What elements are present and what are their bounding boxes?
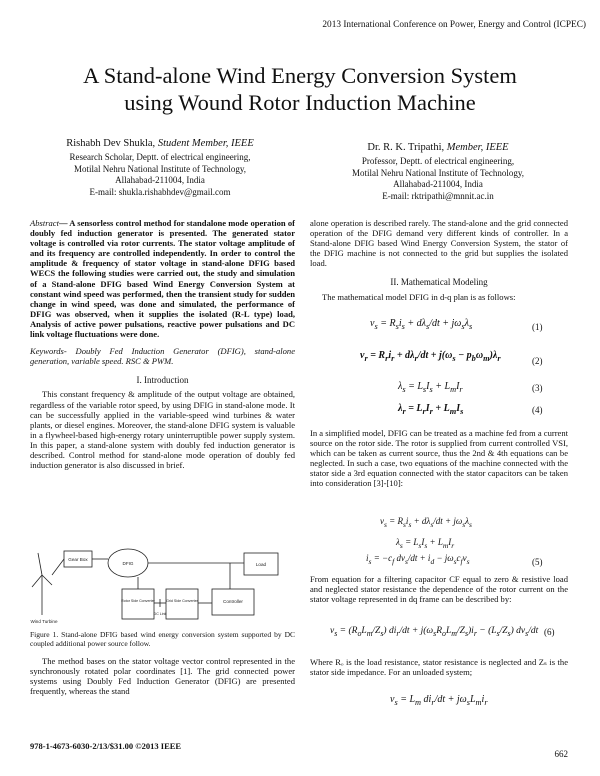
intro-paragraph-2: The method bases on the stator voltage v… bbox=[30, 656, 295, 697]
turbine-blade bbox=[31, 574, 43, 588]
paper-title: A Stand-alone Wind Energy Conversion Sys… bbox=[0, 62, 600, 116]
equation-number: (5) bbox=[532, 557, 543, 567]
right-column: alone operation is described rarely. The… bbox=[310, 218, 568, 302]
equation-4: λr = LrIr + LmIs bbox=[398, 403, 464, 416]
keywords-text: Doubly Fed Induction Generator (DFIG), s… bbox=[30, 346, 295, 367]
equation-3: λs = LsIs + LmIr bbox=[398, 381, 463, 394]
turbine-blade bbox=[37, 552, 43, 576]
label-wind-turbine: Wind Turbine bbox=[30, 619, 58, 624]
equation-5c: is = −cf dvs/dt + id − jωscfvs bbox=[366, 553, 470, 566]
keywords-label: Keywords- bbox=[30, 346, 67, 357]
author-1-line: Motilal Nehru National Institute of Tech… bbox=[73, 163, 247, 174]
right-paragraph-1: alone operation is described rarely. The… bbox=[310, 218, 568, 269]
author-2-email[interactable]: E-mail: rktripathi@mnnit.ac.in bbox=[382, 190, 494, 201]
equation-5b: λs = LsIs + LmIr bbox=[396, 537, 455, 550]
equation-2: vr = Rrir + dλr/dt + j(ωs − pbωm)λr bbox=[360, 350, 501, 363]
math-paragraph-2: In a simplified model, DFIG can be treat… bbox=[310, 428, 568, 489]
equation-number: (4) bbox=[532, 405, 543, 415]
section-heading-math: II. Mathematical Modeling bbox=[390, 277, 488, 288]
author-2-line: Motilal Nehru National Institute of Tech… bbox=[351, 167, 525, 178]
section-heading-introduction: I. Introduction bbox=[136, 375, 189, 386]
label-gear-box: Gear Box bbox=[68, 557, 88, 562]
title-line-2: using Wound Rotor Induction Machine bbox=[124, 90, 476, 115]
math-paragraph-3: From equation for a filtering capacitor … bbox=[310, 574, 568, 605]
equation-5a: vs = Rsis + dλs/dt + jωsλs bbox=[380, 516, 472, 529]
figure-1-diagram: Wind Turbine Gear Box DFIG Load Rotor Si… bbox=[30, 548, 279, 624]
abstract-label: Abstract bbox=[30, 218, 59, 228]
right-column-bottom: Where Rₒ is the load resistance, stator … bbox=[310, 657, 568, 677]
author-2-line: Allahabad-211004, India bbox=[393, 179, 483, 190]
label-load: Load bbox=[256, 562, 267, 567]
label-controller: Controller bbox=[223, 599, 243, 604]
author-1-line: Allahabad-211004, India bbox=[115, 175, 205, 186]
author-2-name: Dr. R. K. Tripathi, bbox=[367, 142, 447, 153]
gsc-block bbox=[165, 588, 199, 620]
equation-number: (6) bbox=[544, 627, 555, 637]
author-2-role: Member, IEEE bbox=[446, 142, 509, 153]
right-column-lower: From equation for a filtering capacitor … bbox=[310, 574, 568, 604]
author-1-email[interactable]: E-mail: shukla.rishabhdev@gmail.com bbox=[89, 186, 231, 197]
math-paragraph-4: Where Rₒ is the load resistance, stator … bbox=[310, 657, 568, 678]
math-intro: The mathematical model DFIG in d-q plan … bbox=[322, 291, 516, 302]
equation-number: (2) bbox=[532, 356, 543, 366]
turbine-blade bbox=[41, 574, 53, 586]
left-column-bottom: The method bases on the stator voltage v… bbox=[30, 656, 295, 696]
label-rsc: Rotor Side Converter bbox=[121, 599, 156, 603]
author-1-name: Rishabh Dev Shukla, bbox=[66, 138, 158, 149]
equation-number: (3) bbox=[532, 383, 543, 393]
intro-paragraph: This constant frequency & amplitude of t… bbox=[30, 389, 295, 471]
controller-block bbox=[211, 588, 255, 616]
right-column-middle: In a simplified model, DFIG can be treat… bbox=[310, 428, 568, 489]
title-line-1: A Stand-alone Wind Energy Conversion Sys… bbox=[83, 63, 517, 88]
author-2-line: Professor, Deptt. of electrical engineer… bbox=[361, 156, 515, 167]
author-2: Dr. R. K. Tripathi, Member, IEEE Profess… bbox=[318, 142, 558, 202]
author-1-role: Student Member, IEEE bbox=[157, 138, 254, 149]
equation-6: vs = (RoLm/Zs) dir/dt + j(ωsRoLm/Zs)ir −… bbox=[330, 626, 539, 638]
figure-1-caption: Figure 1. Stand-alone DFIG based wind en… bbox=[30, 630, 295, 648]
author-1-line: Research Scholar, Deptt. of electrical e… bbox=[69, 152, 251, 163]
equation-1: vs = Rsis + dλs/dt + jωsλs bbox=[370, 318, 473, 331]
left-column: Abstract— A sensorless control method fo… bbox=[30, 218, 295, 470]
label-gsc: Grid Side Converter bbox=[166, 599, 199, 603]
keywords: Keywords- Doubly Fed Induction Generator… bbox=[30, 346, 295, 366]
abstract: Abstract— A sensorless control method fo… bbox=[30, 218, 295, 339]
label-dc-link: DC Link bbox=[154, 612, 167, 616]
page-number: 662 bbox=[554, 749, 569, 759]
connector-line bbox=[51, 558, 65, 576]
footer-isbn: 978-1-4673-6030-2/13/$31.00 ©2013 IEEE bbox=[30, 741, 182, 751]
conference-header: 2013 International Conference on Power, … bbox=[322, 20, 586, 30]
author-1: Rishabh Dev Shukla, Student Member, IEEE… bbox=[40, 138, 280, 198]
equation-number: (1) bbox=[532, 322, 543, 332]
label-dfig: DFIG bbox=[123, 561, 134, 566]
rsc-block bbox=[121, 588, 155, 620]
load-block bbox=[243, 552, 279, 576]
abstract-text: — A sensorless control method for standa… bbox=[30, 218, 295, 340]
equation-7: vs = Lm dir/dt + jωsLmir bbox=[390, 694, 488, 707]
